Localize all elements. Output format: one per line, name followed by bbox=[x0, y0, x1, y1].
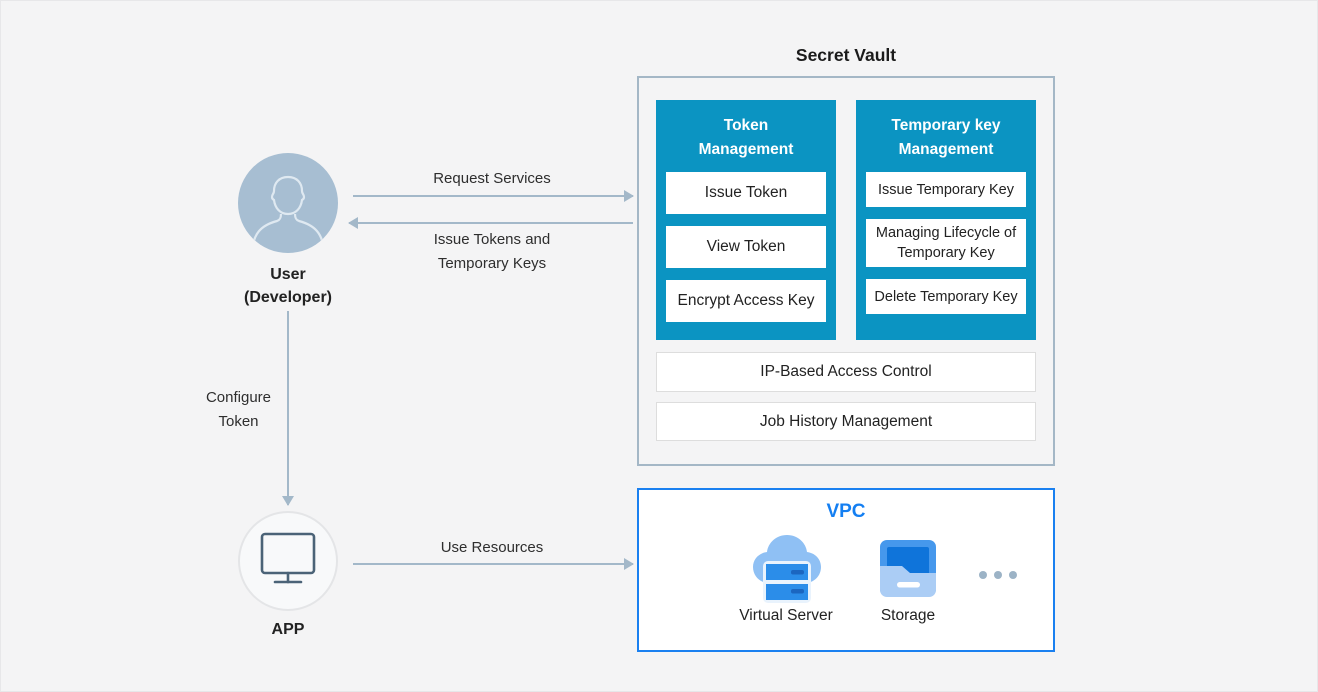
vpc-title: VPC bbox=[826, 501, 866, 522]
vault-item-view-token: View Token bbox=[666, 226, 826, 268]
monitor-icon bbox=[248, 525, 328, 598]
user-label: User (Developer) bbox=[208, 263, 368, 309]
vault-item-encrypt-access-key: Encrypt Access Key bbox=[666, 280, 826, 322]
arrow-right-icon bbox=[624, 558, 634, 570]
user-avatar bbox=[238, 153, 338, 253]
token-management-title-line2: Management bbox=[698, 141, 794, 158]
token-management-title-line1: Token bbox=[723, 117, 769, 134]
request-services-arrow bbox=[353, 190, 634, 202]
issue-tokens-label-line1: Issue Tokens and bbox=[433, 231, 551, 248]
secret-vault-box bbox=[637, 76, 1055, 466]
person-icon bbox=[238, 175, 338, 253]
temporary-key-title-line1: Temporary key bbox=[891, 117, 1001, 134]
arrow-down-icon bbox=[282, 496, 294, 506]
use-resources-label: Use Resources bbox=[440, 539, 544, 556]
vault-item-managing-lifecycle: Managing Lifecycle of Temporary Key bbox=[866, 219, 1026, 267]
storage-label: Storage bbox=[880, 607, 936, 624]
arrow-left-icon bbox=[348, 217, 358, 229]
request-services-label: Request Services bbox=[433, 170, 551, 187]
configure-token-label: Configure Token bbox=[181, 386, 296, 434]
user-label-line2: (Developer) bbox=[243, 289, 333, 306]
storage-icon bbox=[879, 539, 937, 602]
configure-token-label-line2: Token bbox=[218, 413, 259, 430]
token-management-column: Token Management Issue Token View Token … bbox=[656, 100, 836, 340]
secret-vault-title: Secret Vault bbox=[795, 45, 897, 65]
app-label: APP bbox=[271, 621, 305, 638]
issue-tokens-arrow bbox=[348, 217, 633, 229]
token-management-header: Token Management bbox=[656, 100, 836, 172]
issue-tokens-label: Issue Tokens and Temporary Keys bbox=[353, 228, 631, 276]
user-label-line1: User bbox=[270, 266, 306, 283]
vault-item-job-history: Job History Management bbox=[656, 402, 1036, 441]
ellipsis-icon bbox=[979, 571, 1017, 579]
vault-item-ip-access-control: IP-Based Access Control bbox=[656, 352, 1036, 392]
temporary-key-title-line2: Management bbox=[898, 141, 994, 158]
arrow-right-icon bbox=[624, 190, 634, 202]
vault-item-issue-token: Issue Token bbox=[666, 172, 826, 214]
configure-token-arrow bbox=[282, 311, 294, 506]
virtual-server-label: Virtual Server bbox=[739, 607, 833, 624]
temporary-key-management-header: Temporary key Management bbox=[856, 100, 1036, 172]
app-circle bbox=[238, 511, 338, 611]
temporary-key-management-column: Temporary key Management Issue Temporary… bbox=[856, 100, 1036, 340]
use-resources-arrow bbox=[353, 558, 634, 570]
issue-tokens-label-line2: Temporary Keys bbox=[437, 255, 547, 272]
vault-item-delete-temporary-key: Delete Temporary Key bbox=[866, 279, 1026, 314]
vault-item-issue-temporary-key: Issue Temporary Key bbox=[866, 172, 1026, 207]
vpc-box bbox=[637, 488, 1055, 652]
configure-token-label-line1: Configure bbox=[205, 389, 272, 406]
virtual-server-icon bbox=[749, 529, 825, 612]
